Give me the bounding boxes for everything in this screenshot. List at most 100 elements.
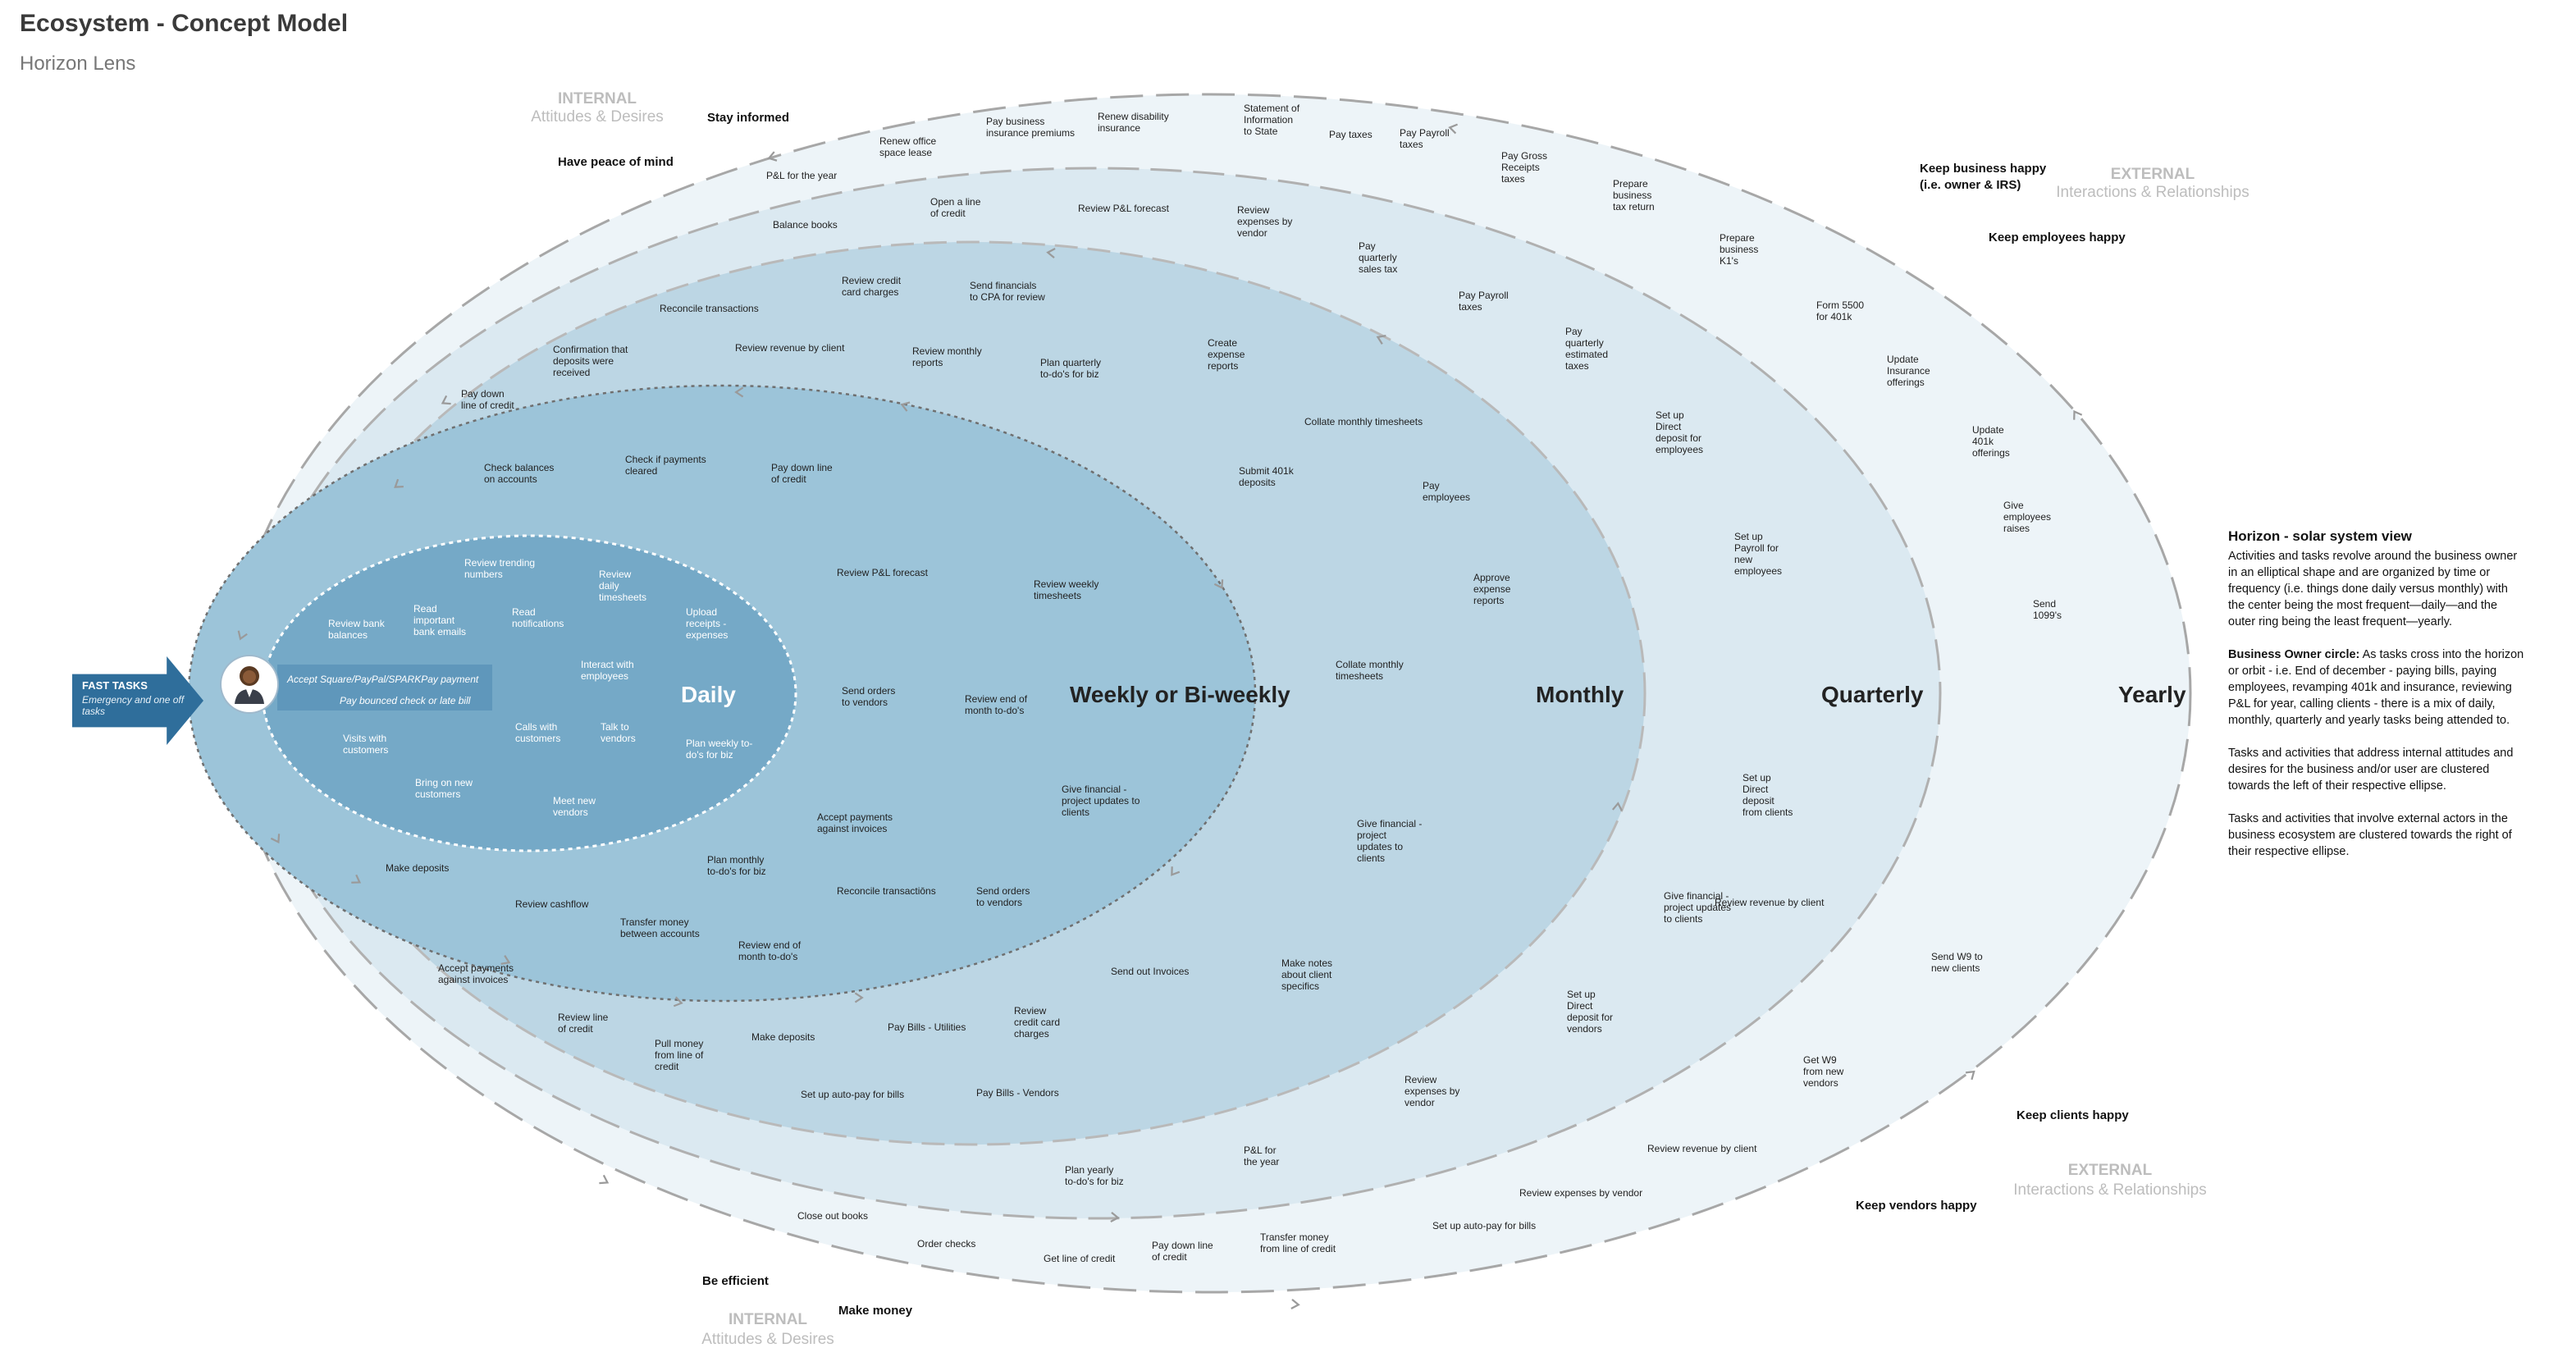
task-line: balances xyxy=(328,629,368,641)
task-line: Transfer money xyxy=(1260,1231,1329,1243)
task-line: Pay Payroll xyxy=(1459,290,1509,301)
task-line: project updates xyxy=(1664,902,1731,913)
task-line: vendor xyxy=(1237,227,1267,239)
task-line: Get W9 xyxy=(1803,1054,1837,1066)
task-line: Send financials xyxy=(970,280,1036,291)
task-line: Pay Bills - Utilities xyxy=(888,1021,966,1033)
task-line: new xyxy=(1734,554,1752,565)
task-line: numbers xyxy=(464,569,503,580)
task-line: Insurance xyxy=(1887,365,1930,377)
task-line: Give xyxy=(2003,500,2024,511)
task-line: Create xyxy=(1208,337,1237,349)
task-line: new clients xyxy=(1931,962,1980,974)
task-line: Read xyxy=(512,606,536,618)
task-line: Talk to xyxy=(601,721,629,733)
task-line: Plan quarterly xyxy=(1040,357,1101,368)
task-line: deposits xyxy=(1239,477,1276,488)
task-weekly: Reconcile transactiōns xyxy=(837,885,936,897)
side-panel-title: Horizon - solar system view xyxy=(2228,528,2412,544)
task-quarterly: Balance books xyxy=(773,219,838,231)
task-line: Reconcile transactions xyxy=(660,303,759,314)
task-line: Collate monthly timesheets xyxy=(1304,416,1423,427)
task-line: receipts - xyxy=(686,618,726,629)
task-line: Review monthly xyxy=(912,345,982,357)
zone-external-top-title: EXTERNAL xyxy=(2111,166,2195,183)
task-line: daily xyxy=(599,580,619,592)
task-line: raises xyxy=(2003,523,2030,534)
desire-keep-vendors-happy: Keep vendors happy xyxy=(1856,1199,1977,1213)
zone-internal-top-sub: Attitudes & Desires xyxy=(531,108,664,126)
person-icon xyxy=(235,666,264,704)
task-line: Accept payments xyxy=(438,962,514,974)
task-line: Pay taxes xyxy=(1329,129,1372,140)
task-line: Check if payments xyxy=(625,454,706,465)
task-line: Review xyxy=(1237,204,1270,216)
task-monthly: Pay Bills - Utilities xyxy=(888,1021,966,1033)
task-line: Pull money xyxy=(655,1038,703,1049)
fast-task-strip xyxy=(277,665,492,710)
task-line: employees xyxy=(1734,565,1782,577)
task-line: Plan monthly xyxy=(707,854,764,866)
task-line: Pay Payroll xyxy=(1400,127,1450,139)
task-line: Give financial - xyxy=(1062,784,1126,795)
task-line: against invoices xyxy=(438,974,508,985)
side-panel-p1: Activities and tasks revolve around the … xyxy=(2228,550,2518,628)
task-line: Renew office xyxy=(879,135,936,147)
task-line: updates to xyxy=(1357,841,1403,852)
orbit-arrow xyxy=(1290,1299,1300,1310)
task-line: Pay down line xyxy=(1152,1240,1213,1251)
task-line: Pay xyxy=(1359,240,1376,252)
task-line: month to-do's xyxy=(965,705,1024,716)
task-line: insurance premiums xyxy=(986,127,1075,139)
task-line: Review credit xyxy=(842,275,902,286)
task-line: P&L for xyxy=(1244,1145,1277,1156)
task-line: Send W9 to xyxy=(1931,951,1983,962)
desire-stay-informed: Stay informed xyxy=(707,111,789,125)
task-line: project updates to xyxy=(1062,795,1140,806)
task-yearly: Review expenses by vendor xyxy=(1519,1187,1642,1199)
task-line: Update xyxy=(1887,354,1919,365)
ring-label-monthly: Monthly xyxy=(1536,682,1624,707)
task-line: timesheets xyxy=(599,592,646,603)
task-line: customers xyxy=(515,733,560,744)
task-line: vendors xyxy=(553,806,588,818)
task-weekly: Review cashflow xyxy=(515,898,589,910)
task-line: estimated xyxy=(1565,349,1608,360)
task-line: Pay Gross xyxy=(1501,150,1547,162)
task-line: on accounts xyxy=(484,473,537,485)
zone-external-top-sub: Interactions & Relationships xyxy=(2056,184,2249,201)
task-line: line of credit xyxy=(461,400,514,411)
task-line: Calls with xyxy=(515,721,557,733)
task-line: Accept payments xyxy=(817,811,893,823)
task-line: Plan weekly to- xyxy=(686,738,752,749)
task-line: Balance books xyxy=(773,219,838,231)
task-line: timesheets xyxy=(1034,590,1081,601)
side-panel-p2-bold: Business Owner circle: xyxy=(2228,648,2360,661)
task-line: timesheets xyxy=(1336,670,1383,682)
task-line: Send xyxy=(2033,598,2056,610)
task-line: Direct xyxy=(1567,1000,1593,1012)
task-line: deposit xyxy=(1742,795,1774,806)
task-line: Review P&L forecast xyxy=(1078,203,1170,214)
